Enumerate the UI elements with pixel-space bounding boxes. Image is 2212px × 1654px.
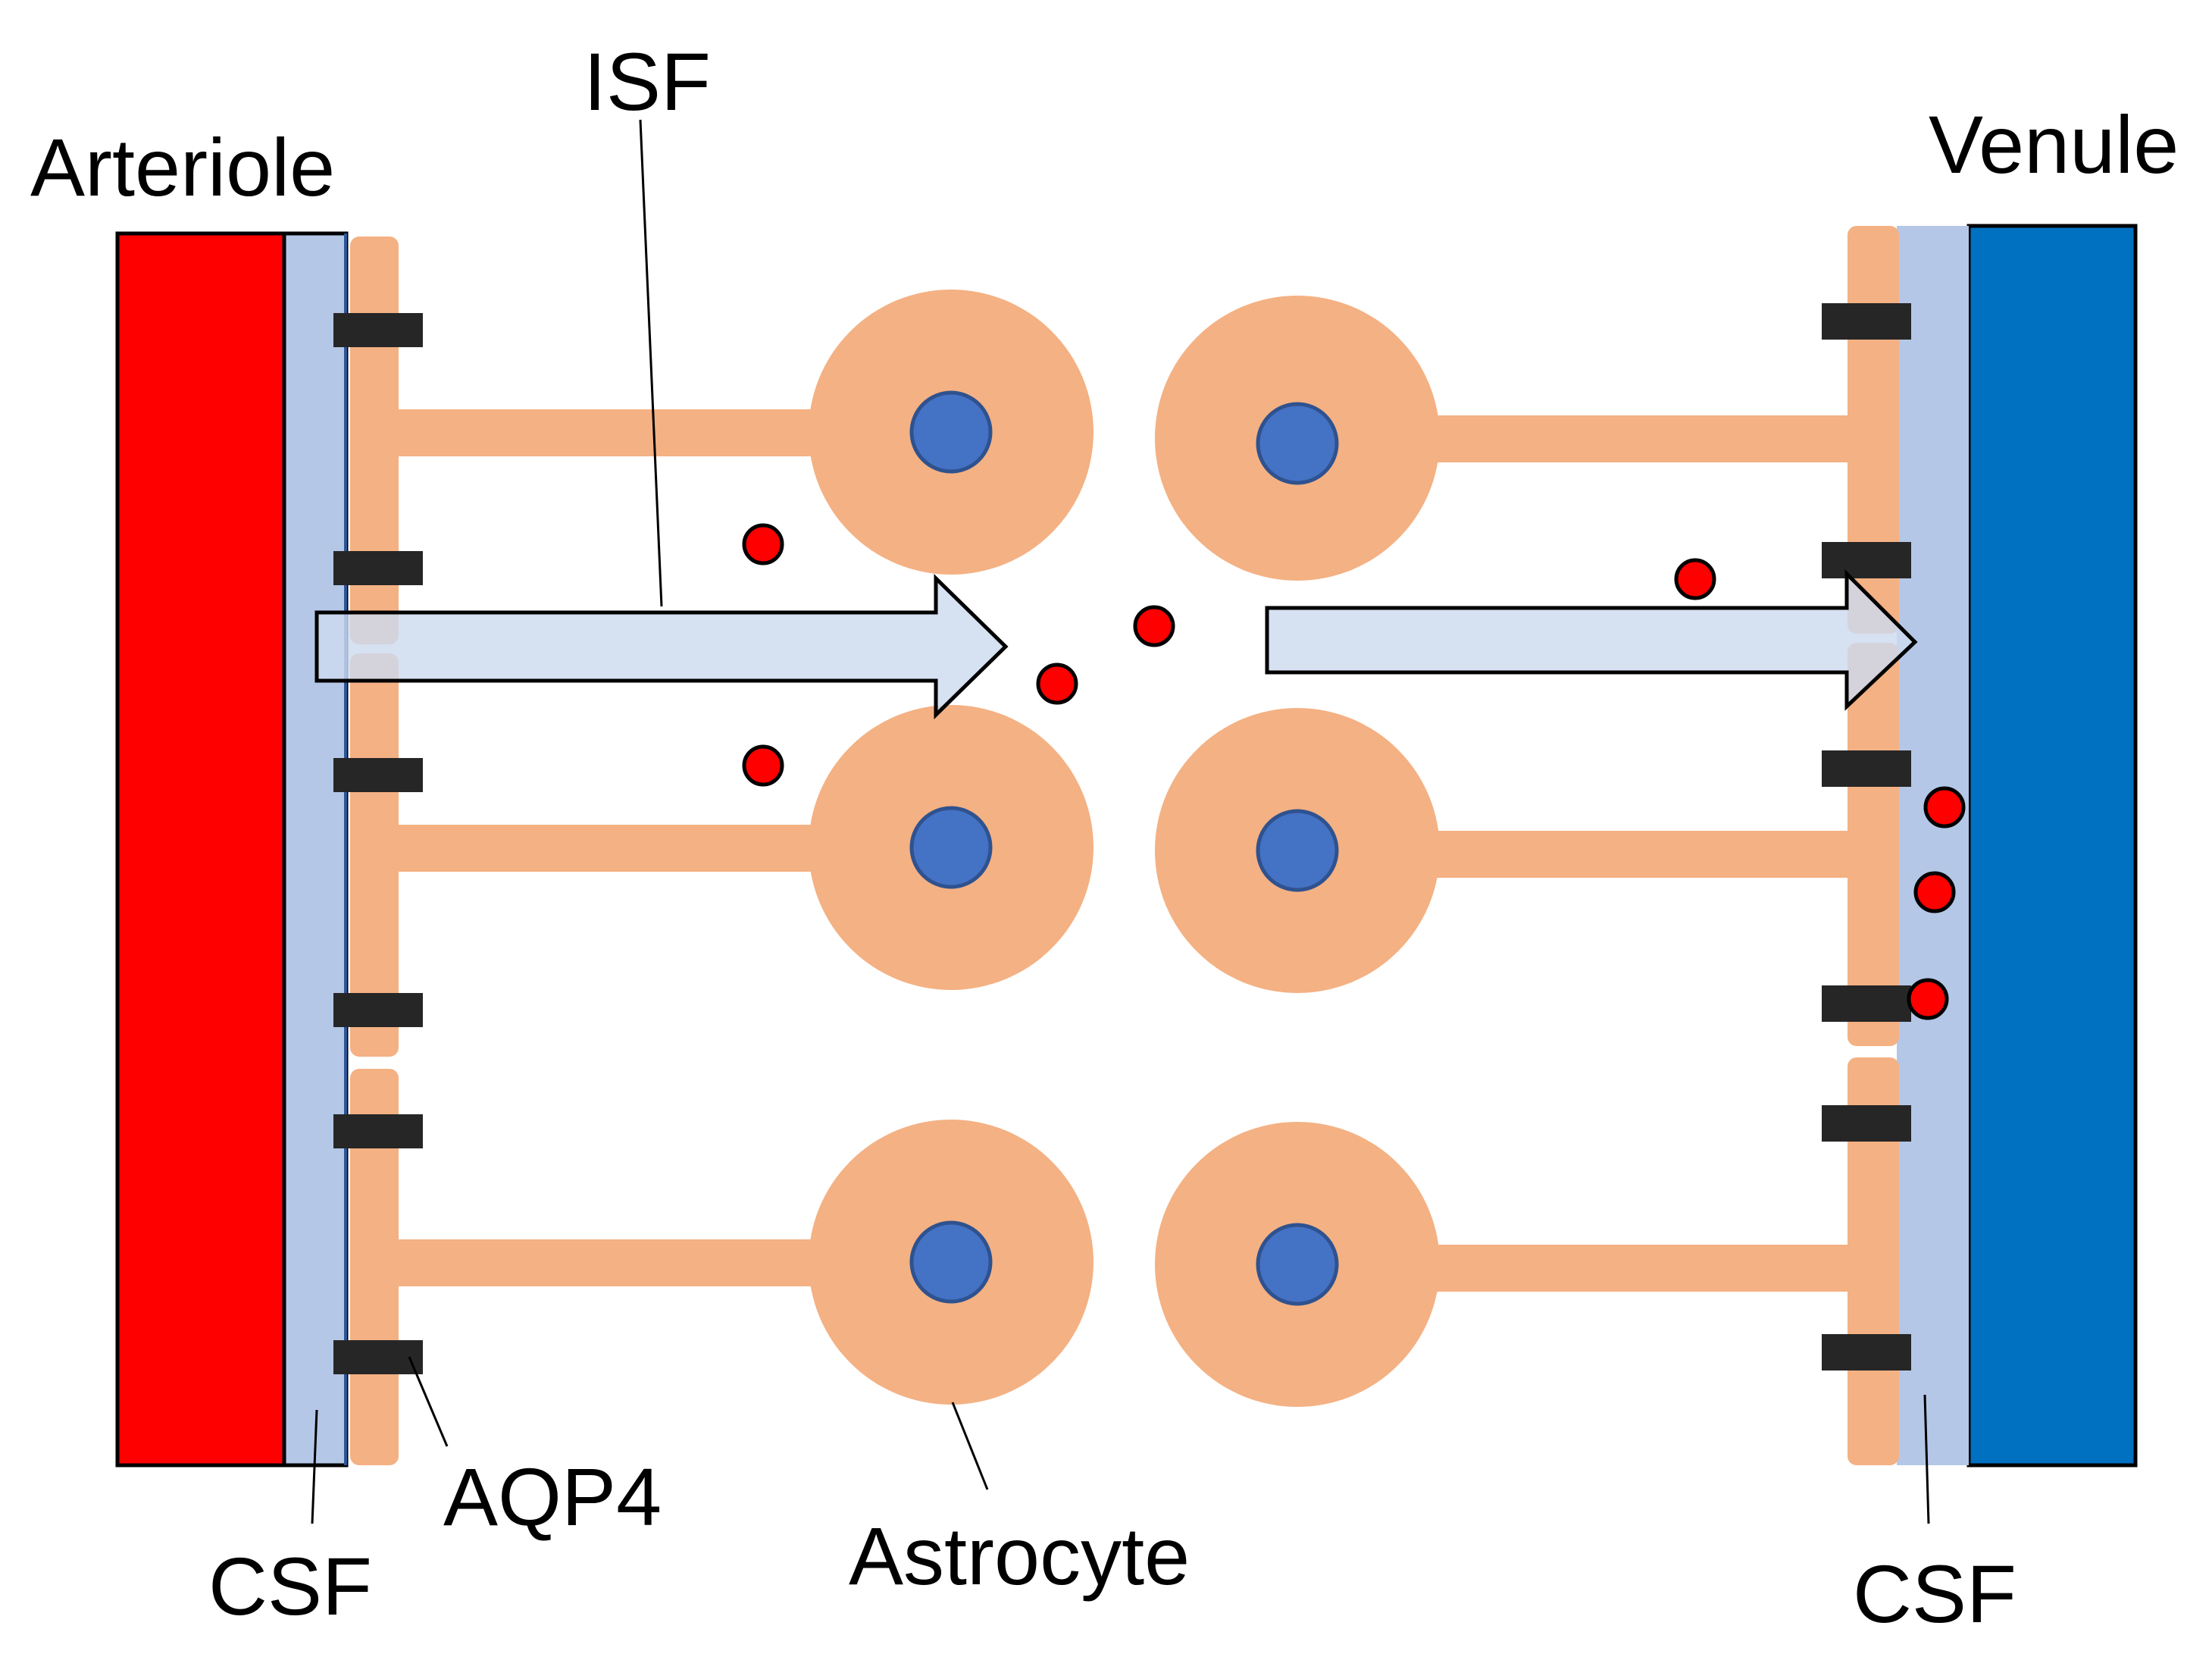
- nucleus: [1256, 1223, 1339, 1306]
- particle: [1674, 558, 1716, 600]
- astrocyte-right-2: [1155, 708, 1440, 993]
- csf-right-leader-line: [1923, 1394, 1930, 1524]
- isf-label: ISF: [584, 36, 711, 127]
- csf-space-left: [282, 231, 349, 1468]
- csf-right-label: CSF: [1853, 1548, 2016, 1640]
- aqp4-label: AQP4: [443, 1451, 662, 1543]
- aqp4-channel: [1822, 303, 1911, 340]
- csf-left-label: CSF: [208, 1540, 372, 1632]
- isf-flow-arrow-right: [1265, 569, 1918, 711]
- aqp4-channel: [1822, 750, 1911, 787]
- astrocyte-leader-line: [951, 1402, 989, 1490]
- particle: [742, 744, 784, 787]
- particle: [1913, 871, 1956, 913]
- endfoot-right-middle: [1848, 643, 1899, 1046]
- nucleus: [1256, 402, 1339, 485]
- astrocyte-left-2: [809, 705, 1093, 990]
- particle: [1907, 978, 1949, 1020]
- solute-particles: [742, 523, 1966, 1020]
- nucleus: [1256, 809, 1339, 892]
- particle: [742, 523, 784, 565]
- aqp4-channel: [1822, 985, 1911, 1022]
- astrocyte-process-right-1: [1425, 415, 1851, 462]
- astrocyte-process-left-3: [394, 1239, 818, 1286]
- aqp4-channel: [333, 758, 423, 792]
- nucleus: [909, 806, 993, 889]
- nucleus: [909, 1220, 993, 1304]
- astrocyte-right-1: [1155, 296, 1440, 581]
- aqp4-channel: [333, 993, 423, 1027]
- isf-leader-line: [639, 119, 663, 607]
- arteriole-label: Arteriole: [30, 121, 335, 213]
- endfoot-left-middle: [350, 653, 399, 1057]
- aqp4-channel: [333, 313, 423, 347]
- particle: [1133, 605, 1175, 647]
- particle: [1036, 663, 1078, 705]
- aqp4-channels-right: [1822, 303, 1911, 1371]
- aqp4-channel: [1822, 1334, 1911, 1371]
- venule-label: Venule: [1929, 99, 2179, 190]
- arteriole-vessel: [115, 231, 286, 1468]
- isf-flow-arrow-left: [314, 574, 1009, 719]
- astrocyte-label: Astrocyte: [849, 1510, 1190, 1602]
- astrocyte-right-3: [1155, 1122, 1440, 1407]
- astrocyte-process-right-2: [1425, 831, 1851, 878]
- astrocyte-process-left-1: [394, 409, 818, 456]
- aqp4-leader-line: [408, 1356, 449, 1447]
- aqp4-channel: [333, 1340, 423, 1374]
- astrocyte-process-left-2: [394, 825, 818, 872]
- csf-space-right: [1897, 226, 1969, 1465]
- aqp4-channel: [333, 1114, 423, 1148]
- csf-left-leader-line: [311, 1409, 318, 1524]
- astrocyte-process-right-3: [1425, 1245, 1851, 1292]
- aqp4-channel: [333, 551, 423, 585]
- aqp4-channels-left: [333, 313, 423, 1374]
- nucleus: [909, 390, 993, 474]
- aqp4-channel: [1822, 1105, 1911, 1142]
- venule-vessel: [1966, 224, 2138, 1468]
- astrocyte-left-3: [809, 1120, 1093, 1405]
- astrocyte-left-1: [809, 290, 1093, 575]
- particle: [1923, 786, 1966, 829]
- aqp4-channel: [1822, 542, 1911, 578]
